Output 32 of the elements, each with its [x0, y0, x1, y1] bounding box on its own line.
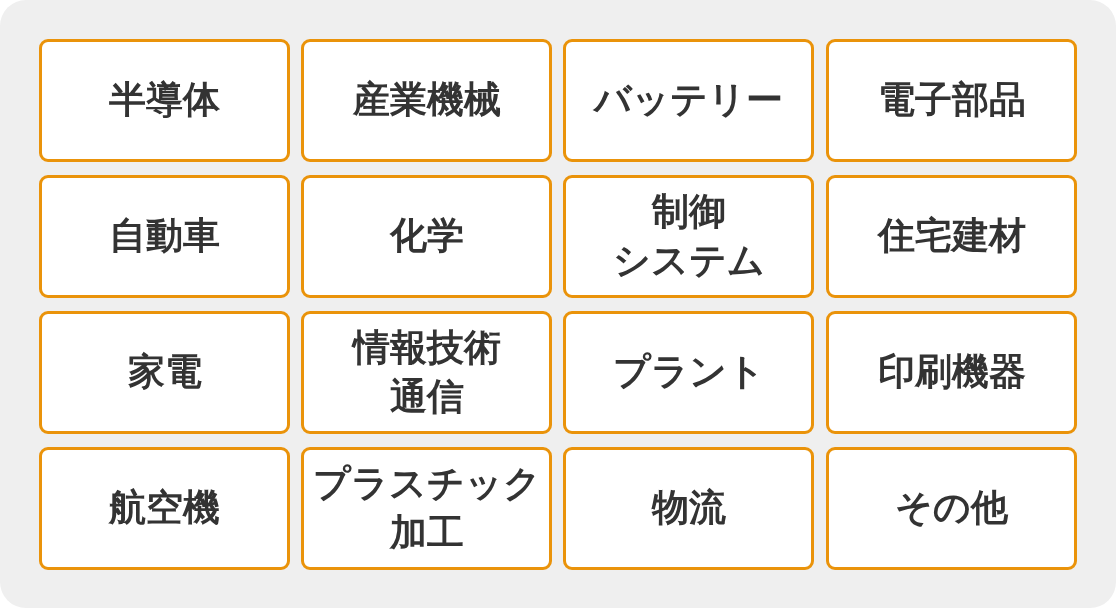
category-label: 航空機 — [109, 485, 220, 532]
category-label: プラント — [612, 349, 765, 396]
category-label: 自動車 — [109, 213, 220, 260]
category-card — [563, 39, 814, 162]
category-card — [826, 39, 1077, 162]
category-card — [39, 311, 290, 434]
category-card — [826, 311, 1077, 434]
category-label: 物流 — [651, 485, 726, 532]
category-label: その他 — [895, 485, 1008, 532]
category-card — [39, 39, 290, 162]
category-label: 電子部品 — [877, 77, 1026, 124]
category-card — [301, 39, 552, 162]
category-card — [301, 447, 552, 570]
category-card — [826, 447, 1077, 570]
category-card — [301, 311, 552, 434]
category-card — [39, 175, 290, 298]
category-label: 情報技術通信 — [352, 324, 501, 420]
category-label: 化学 — [389, 213, 464, 260]
category-label: 家電 — [127, 349, 202, 396]
category-label: 制御システム — [612, 188, 765, 284]
category-card — [301, 175, 552, 298]
category-card — [563, 175, 814, 298]
category-card — [826, 175, 1077, 298]
category-label: プラスチック加工 — [312, 460, 541, 556]
category-label: 半導体 — [109, 77, 220, 124]
category-label: 住宅建材 — [877, 213, 1026, 260]
category-label: バッテリー — [594, 77, 783, 124]
category-card — [39, 447, 290, 570]
category-card — [563, 447, 814, 570]
category-label: 産業機械 — [352, 77, 501, 124]
category-label: 印刷機器 — [877, 349, 1026, 396]
category-card — [563, 311, 814, 434]
